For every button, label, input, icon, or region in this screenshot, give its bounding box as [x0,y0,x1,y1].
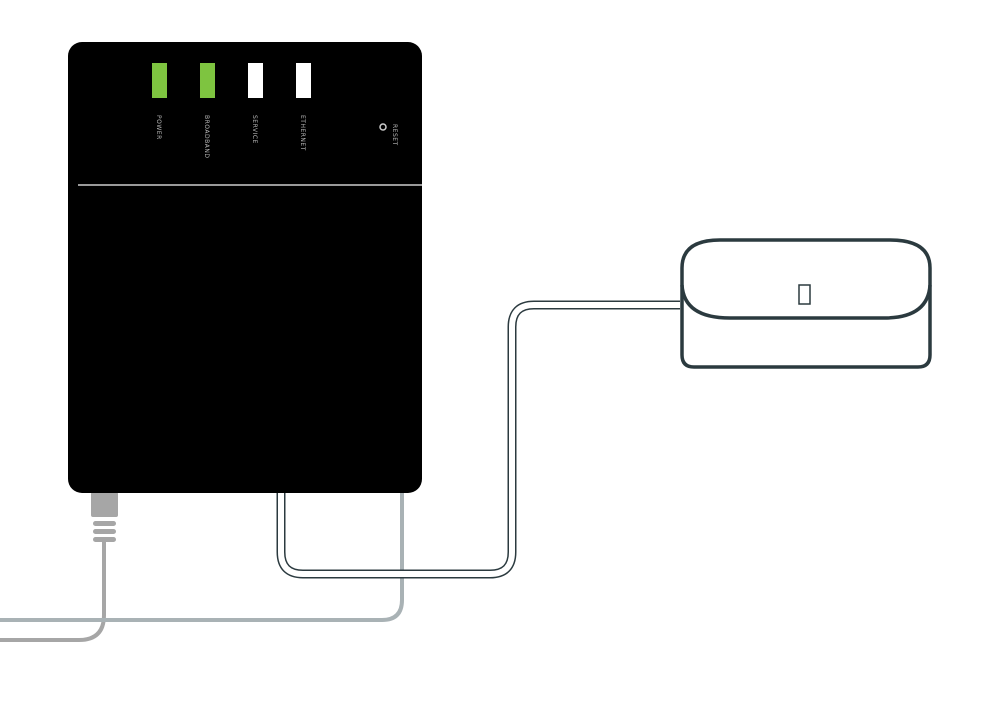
reset-label: RESET [391,124,398,146]
router-body [68,42,422,493]
led-ethernet [296,63,311,98]
device-indicator-icon [798,284,811,305]
power-cable [0,540,106,642]
led-broadband [200,63,215,98]
led-label-broadband: BROADBAND [203,115,210,158]
power-plug [91,492,118,542]
led-label-service: SERVICE [251,115,258,144]
router: POWER BROADBAND SERVICE ETHERNET RESET [68,42,422,493]
power-cable-secondary [0,493,404,622]
led-service [248,63,263,98]
network-device [680,238,932,369]
led-label-ethernet: ETHERNET [299,115,306,151]
led-power [152,63,167,98]
reset-button-icon[interactable] [379,123,387,131]
led-label-power: POWER [155,115,162,140]
